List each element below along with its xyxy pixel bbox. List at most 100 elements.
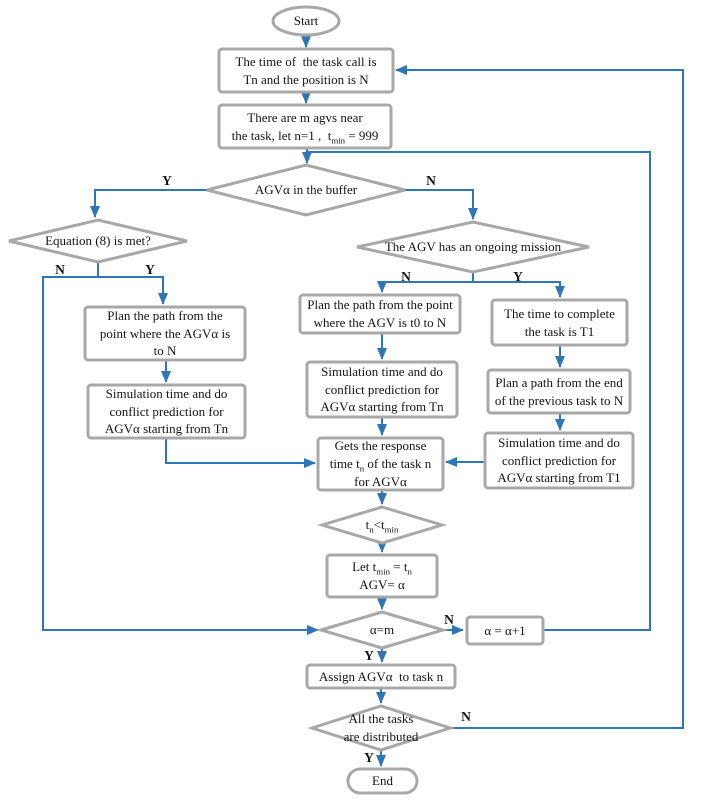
edge-simleft-to-gets xyxy=(165,438,316,468)
shape-alltasks-diamond xyxy=(307,704,455,752)
let-min-line1-sub2: n xyxy=(407,566,412,577)
shape-timet1-box xyxy=(490,298,629,347)
let-min-line2: AGV= α xyxy=(359,577,405,592)
alpha-m-no-label: N xyxy=(444,612,454,627)
sim-left-line1: Simulation time and do xyxy=(105,385,228,401)
plan-left-line1: Plan the path from the xyxy=(107,307,223,323)
node-equation-decision: Equation (8) is met? xyxy=(9,220,187,262)
shape-gets-box xyxy=(316,436,445,492)
plan-right-line1: Plan a path from the end xyxy=(495,374,623,390)
sim-left-line2: conflict prediction for xyxy=(109,403,224,419)
shape-mission-diamond xyxy=(356,220,590,274)
shape-equation-diamond xyxy=(8,218,188,264)
shape-magvs-box xyxy=(217,103,393,150)
gets-line2-sub: n xyxy=(359,463,365,474)
node-start: Start xyxy=(273,8,339,34)
sim-mid-line1: Simulation time and do xyxy=(321,363,443,379)
time-t1-line1: The time to complete xyxy=(504,305,615,321)
m-agvs-line2-sub: min xyxy=(331,135,346,146)
mission-yes-label: Y xyxy=(513,269,523,284)
node-all-tasks-decision: All the tasks are distributed xyxy=(312,706,450,750)
shape-planright-box xyxy=(486,368,632,415)
tn-check-mid: <t xyxy=(373,517,385,533)
plan-mid-line2: where the AGV is t0 to N xyxy=(313,315,447,330)
node-task-call: The time of the task call is Tn and the … xyxy=(219,49,393,92)
plan-left-line2: point where the AGVα is xyxy=(99,325,231,341)
node-sim-left: Simulation time and do conflict predicti… xyxy=(88,385,245,438)
start-label: Start xyxy=(293,13,319,29)
tn-check-pre: t xyxy=(365,517,370,533)
node-let-min: Let tmin = tn AGV= α xyxy=(327,555,437,597)
all-tasks-no-label: N xyxy=(461,709,471,724)
mission-no-label: N xyxy=(401,269,411,284)
shape-start-terminator xyxy=(271,5,341,37)
buffer-label: AGVα in the buffer xyxy=(254,182,358,198)
shape-planmid-box xyxy=(298,293,462,335)
gets-line3: for AGVα xyxy=(354,473,407,489)
node-plan-left: Plan the path from the point where the A… xyxy=(85,307,245,360)
node-mission-decision: The AGV has an ongoing mission xyxy=(357,222,589,272)
tn-check-sub1: n xyxy=(369,524,374,535)
tn-check-label: tn<tmin xyxy=(366,516,399,534)
end-label: End xyxy=(372,773,393,789)
alpha-increment-label: α = α+1 xyxy=(484,622,526,638)
edge-buffer-no xyxy=(405,189,478,220)
shape-tncheck-diamond xyxy=(316,505,448,545)
gets-line2: time tn of the task n xyxy=(330,455,432,473)
sim-right-line2: conflict prediction for xyxy=(501,452,617,468)
equation-label: Equation (8) is met? xyxy=(45,233,151,249)
time-t1-line2: the task is T1 xyxy=(524,323,595,339)
node-time-t1: The time to complete the task is T1 xyxy=(492,300,627,345)
shape-simright-box xyxy=(483,431,635,490)
buffer-no-label: N xyxy=(426,173,436,188)
assign-label: Assign AGVα to task n xyxy=(318,668,444,684)
node-end: End xyxy=(348,769,417,793)
m-agvs-line1: There are m agvs near xyxy=(247,109,363,125)
plan-right-line2: of the previous task to N xyxy=(494,392,624,408)
equation-yes-label: Y xyxy=(145,262,155,277)
node-sim-right: Simulation time and do conflict predicti… xyxy=(485,433,633,488)
sim-right-line3: AGVα starting from T1 xyxy=(497,470,621,486)
shape-simleft-box xyxy=(86,383,247,440)
task-call-line1: The time of the task call is xyxy=(235,53,377,69)
let-min-line1-sub1: min xyxy=(376,566,391,577)
let-min-line1-pre: Let t xyxy=(352,559,377,575)
shape-end-terminator xyxy=(346,767,419,795)
node-plan-mid: Plan the path from the point where the A… xyxy=(300,295,460,333)
mission-label: The AGV has an ongoing mission xyxy=(384,239,562,255)
buffer-yes-label: Y xyxy=(162,173,172,188)
edge-loop-alpha-increment xyxy=(308,151,651,631)
node-m-agvs: There are m agvs near the task, let n=1 … xyxy=(219,105,391,148)
node-buffer-decision: AGVα in the buffer xyxy=(207,165,405,215)
node-assign: Assign AGVα to task n xyxy=(307,665,455,688)
m-agvs-line2-post: = 999 xyxy=(345,127,379,143)
node-tn-check-decision: tn<tmin xyxy=(322,507,442,543)
node-shapes xyxy=(8,5,635,795)
node-gets-response: Gets the response time tn of the task n … xyxy=(318,438,443,490)
shape-taskcall-box xyxy=(217,47,395,94)
shape-alphainc-box xyxy=(465,615,545,646)
gets-line2-pre: time t xyxy=(329,456,360,472)
plan-mid-line1: Plan the path from the point xyxy=(307,297,453,313)
node-alpha-m-decision: α=m xyxy=(321,612,443,648)
all-tasks-yes-label: Y xyxy=(364,750,374,765)
task-call-line2: Tn and the position is N xyxy=(243,71,369,87)
node-alpha-increment: α = α+1 xyxy=(467,617,543,644)
edge-buffer-yes xyxy=(90,189,207,218)
edge-loop-tasks-remaining xyxy=(395,65,684,729)
shape-planleft-box xyxy=(83,305,247,362)
tn-check-sub2: min xyxy=(384,524,399,535)
alpha-m-yes-label: Y xyxy=(364,648,374,663)
m-agvs-line2: the task, let n=1 , tmin = 999 xyxy=(232,127,379,145)
edge-equation-no xyxy=(42,276,319,635)
m-agvs-line2-pre: the task, let n=1 , t xyxy=(231,127,332,143)
shape-assign-box xyxy=(305,663,457,690)
all-tasks-line1: All the tasks xyxy=(348,711,414,727)
equation-no-label: N xyxy=(55,262,65,277)
let-min-line1-mid: = t xyxy=(390,559,408,575)
shape-simmid-box xyxy=(305,360,459,419)
sim-mid-line2: conflict prediction for xyxy=(324,381,440,397)
sim-left-line3: AGVα starting from Tn xyxy=(104,421,229,437)
